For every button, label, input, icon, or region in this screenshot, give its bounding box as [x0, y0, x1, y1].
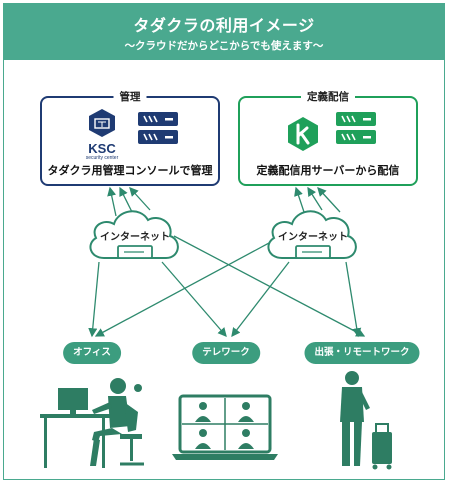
cloud-icon	[267, 210, 357, 259]
distribution-server-icon	[336, 112, 376, 150]
ksc-logo-subtext: security center	[85, 155, 119, 161]
connection-arrows	[88, 186, 366, 338]
cloud-right: インターネット	[260, 198, 366, 272]
diagram-frame: タダクラの利用イメージ ～クラウドだからどこからでも使えます～	[3, 3, 445, 480]
arrow-left-cloud-to-mgmt-b	[119, 186, 133, 213]
telework-laptop-illustration	[172, 394, 278, 460]
cloud-right-label: インターネット	[278, 232, 348, 243]
arrow-right-cloud-to-dist-b	[307, 186, 323, 211]
arrow-right-cloud-to-remote	[345, 261, 362, 338]
arrow-left-cloud-to-remote	[173, 235, 366, 337]
arrow-right-cloud-to-office	[94, 235, 283, 337]
arrow-right-cloud-to-telework	[231, 261, 290, 338]
header-banner: タダクラの利用イメージ ～クラウドだからどこからでも使えます～	[4, 4, 444, 60]
endpoint-office-label: オフィス	[63, 342, 121, 364]
management-server-icon	[138, 112, 178, 150]
diagram-subtitle: ～クラウドだからどこからでも使えます～	[124, 40, 324, 52]
endpoint-telework-label: テレワーク	[192, 342, 260, 364]
management-panel: 管理 KSC security center タ	[40, 89, 220, 186]
distribution-caption: 定義配信用サーバーから配信	[256, 164, 400, 177]
arrow-right-cloud-to-dist-c	[317, 187, 341, 213]
management-caption: タダクラ用管理コンソールで管理	[47, 164, 213, 177]
cloud-icon	[89, 210, 179, 259]
cloud-left: インターネット	[82, 198, 188, 272]
distribution-panel: 定義配信 定義配信用サーバーから配信	[238, 89, 418, 186]
arrow-left-cloud-to-mgmt-a	[107, 186, 117, 217]
management-title: 管理	[113, 89, 147, 104]
kaspersky-k-logo	[286, 116, 320, 156]
arrow-left-cloud-to-telework	[161, 261, 227, 337]
ksc-logo-text: KSC	[88, 141, 116, 156]
arrow-left-cloud-to-mgmt-c	[129, 187, 151, 211]
traveler-illustration	[340, 371, 392, 470]
office-worker-illustration	[40, 378, 144, 468]
endpoint-remote-label: 出張・リモートワーク	[304, 342, 420, 364]
arrow-right-cloud-to-dist-a	[294, 186, 305, 213]
ksc-logo: KSC security center	[80, 108, 124, 164]
diagram-title: タダクラの利用イメージ	[133, 16, 315, 35]
cloud-left-label: インターネット	[100, 232, 170, 243]
distribution-title: 定義配信	[301, 89, 355, 104]
arrow-left-cloud-to-office	[88, 261, 100, 338]
